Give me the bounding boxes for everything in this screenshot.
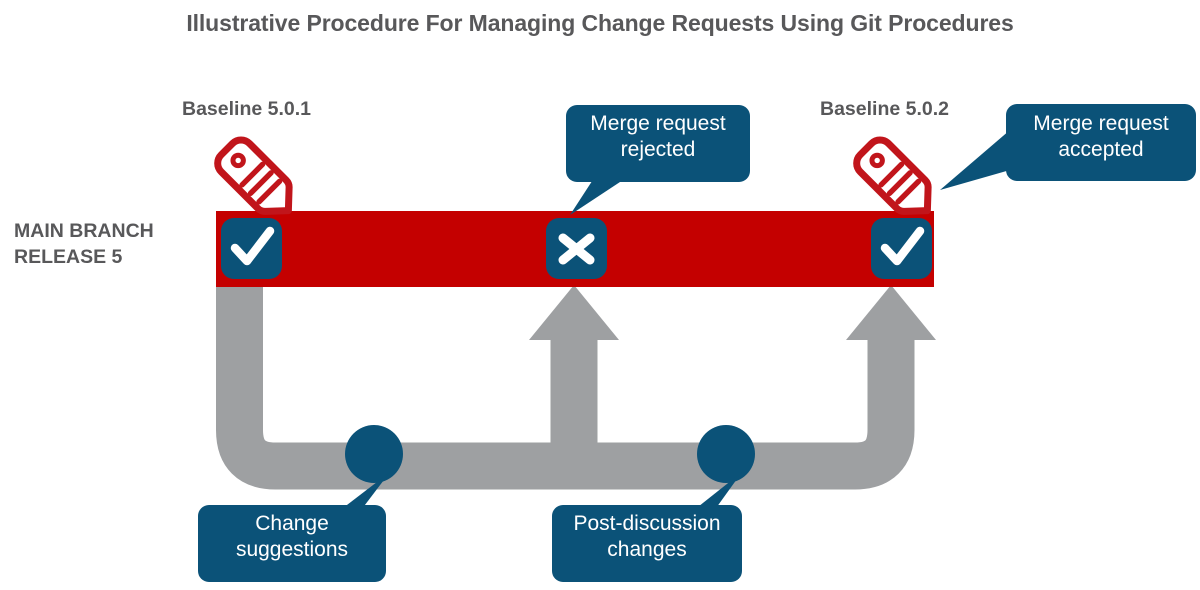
page-title: Illustrative Procedure For Managing Chan… [186,10,1014,36]
commit-marker-rejected[interactable] [546,218,607,279]
feature-branch-path-left [216,285,598,490]
check-icon [880,226,925,266]
callout-post-discussion-changes[interactable] [552,472,742,582]
cross-icon [558,233,595,265]
main-branch-label-line1: MAIN BRANCH [14,220,154,242]
callout-merge-request-accepted[interactable] [940,104,1196,190]
feature-branch-arrowhead-left [529,285,619,340]
commit-dot-icon-post-discussion[interactable] [697,425,755,483]
commit-marker-accepted-1[interactable] [221,218,282,279]
tag-icon-baseline-1 [214,136,293,215]
callout-change-suggestions[interactable] [198,472,390,582]
baseline-label-1: Baseline 5.0.1 [182,98,311,120]
tag-icon-baseline-2 [853,136,932,215]
baseline-label-2: Baseline 5.0.2 [820,98,949,120]
check-icon [230,226,275,266]
feature-branch-arrowhead-right [846,285,936,340]
feature-branch-path-right [574,340,915,490]
commit-marker-accepted-2[interactable] [871,218,932,279]
main-branch-label-line2: RELEASE 5 [14,246,123,269]
commit-dot-icon-change-suggestions[interactable] [345,425,403,483]
feature-branch-path-group [216,285,936,490]
main-branch-label: MAIN BRANCH RELEASE 5 [14,218,210,271]
callout-merge-request-rejected[interactable] [566,105,750,215]
